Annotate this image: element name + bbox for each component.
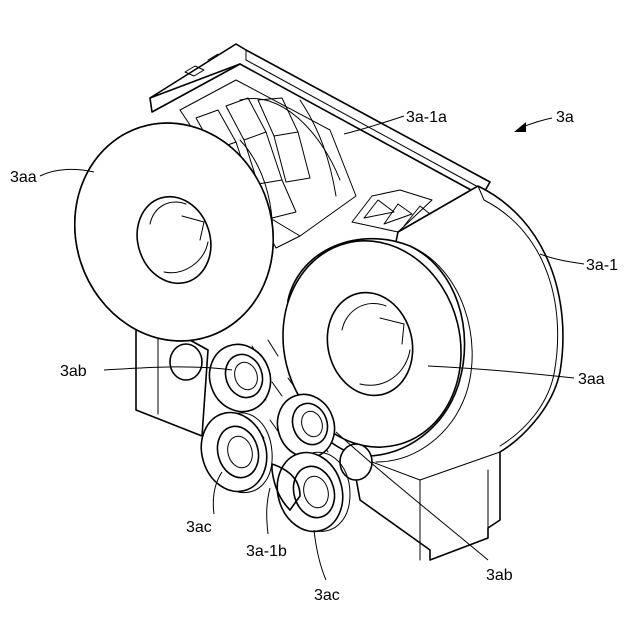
label-housing: 3a-1: [586, 257, 618, 274]
assembly-arrow: [514, 118, 552, 132]
label-left-disc: 3aa: [10, 169, 37, 186]
label-lower-right-bore: 3ab: [486, 567, 513, 584]
label-upper-left-bore: 3ab: [60, 363, 87, 380]
label-mid-bracket: 3a-1b: [246, 543, 287, 560]
upper-left-bore: [200, 336, 280, 420]
label-left-small-ring: 3ac: [186, 519, 212, 536]
left-small-ring: [192, 405, 276, 500]
label-right-disc: 3aa: [578, 371, 605, 388]
label-top-frame: 3a-1a: [406, 109, 447, 126]
left-disc: [47, 97, 301, 367]
label-assembly: 3a: [556, 109, 574, 126]
bottom-small-ring: [268, 445, 352, 540]
left-housing-hole: [170, 344, 202, 380]
label-bottom-small-ring: 3ac: [314, 587, 340, 604]
